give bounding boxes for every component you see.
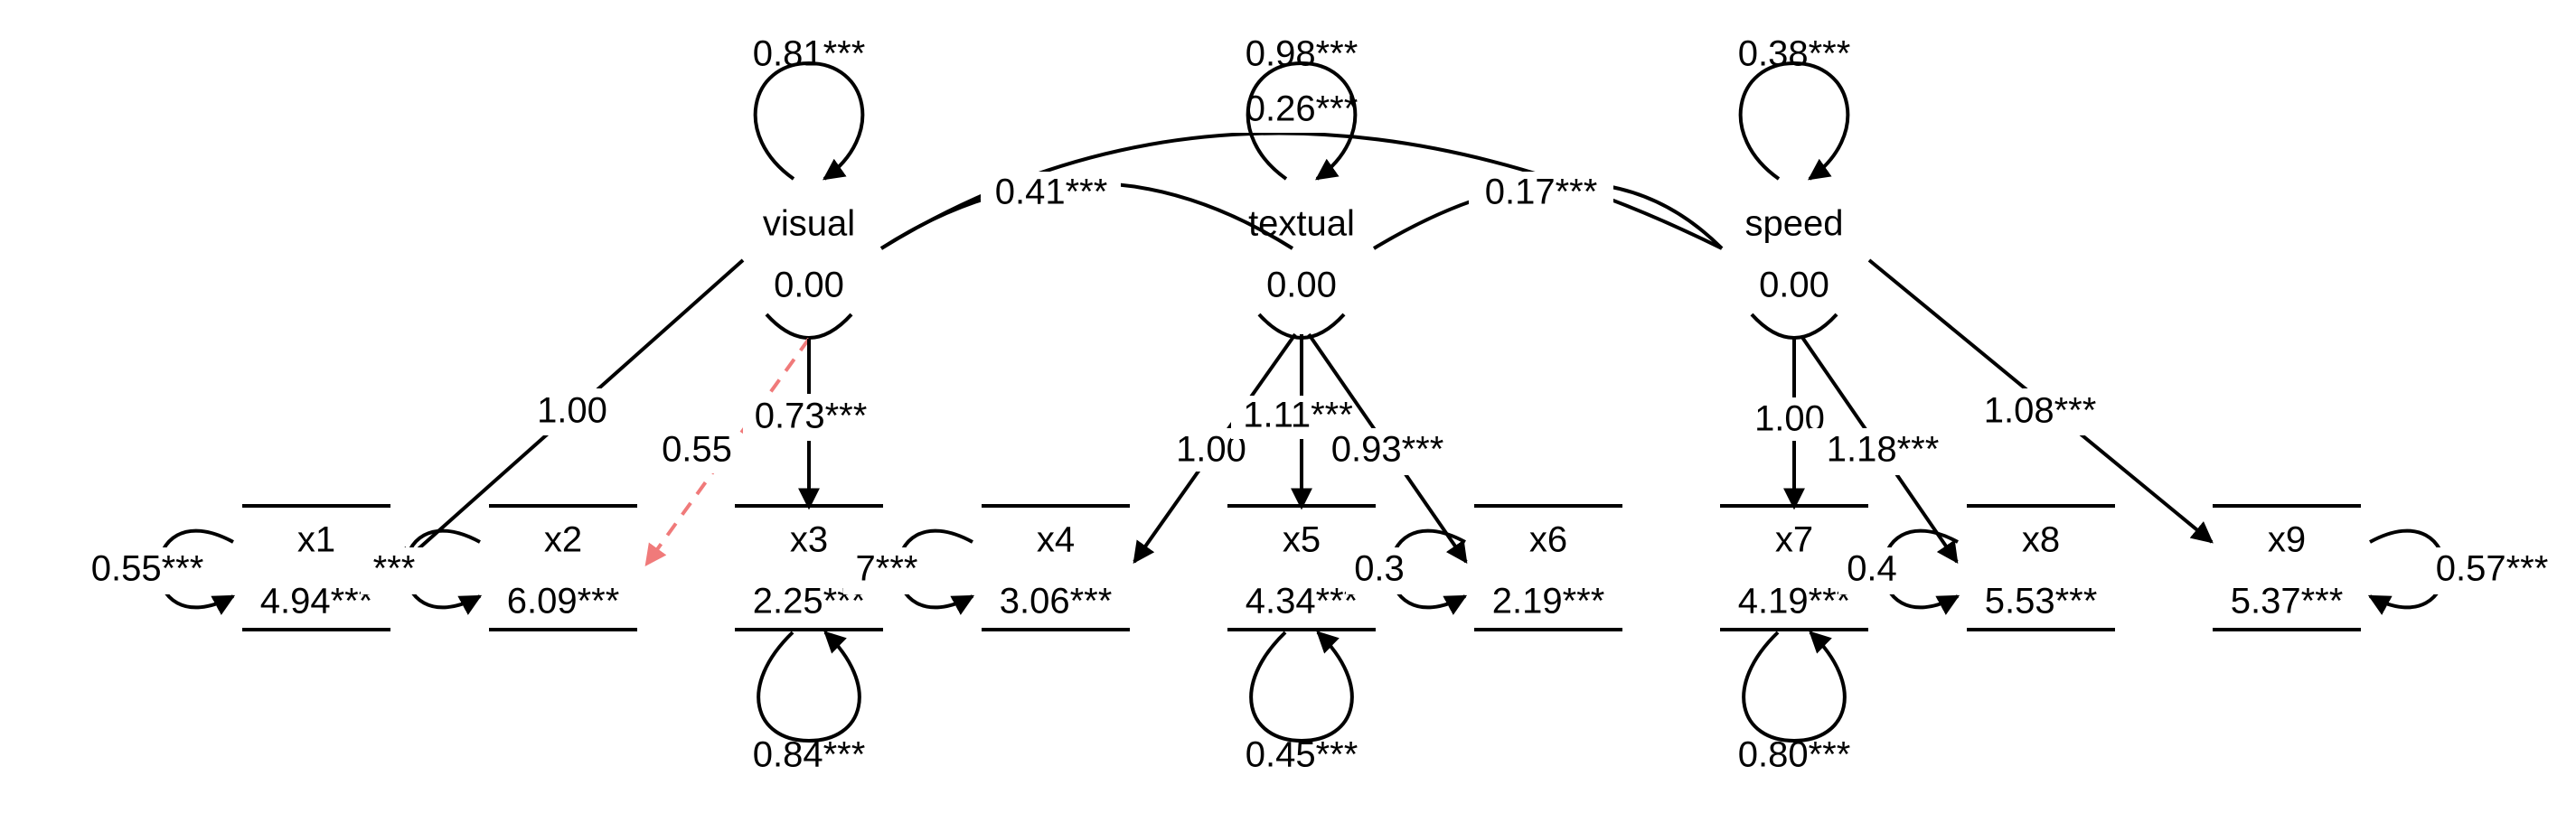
observed-label-x8: x8 (2022, 520, 2060, 560)
latent-label-speed: speed (1745, 204, 1844, 244)
observed-label-x7: x7 (1775, 520, 1813, 560)
loading-textual-x6: 0.93*** (1307, 332, 1468, 564)
residual-label-x9: 0.57*** (2436, 549, 2549, 589)
svg-text:1.08***: 1.08*** (1984, 391, 2097, 431)
svg-text:1.00: 1.00 (537, 391, 607, 431)
observed-intercept-x8: 5.53*** (1985, 582, 2098, 621)
svg-text:0.55: 0.55 (662, 430, 732, 470)
latent-variance-loop-textual: 0.98*** (1246, 34, 1359, 181)
latent-variance-loop-visual: 0.81*** (753, 34, 866, 181)
covariance-label-visual-speed: 0.26*** (1246, 89, 1359, 129)
observed-intercept-x9: 5.37*** (2231, 582, 2344, 621)
latent-intercept-speed: 0.00 (1759, 266, 1829, 305)
observed-intercept-x5: 4.34*** (1246, 582, 1359, 621)
residual-label-x4: 7*** (856, 549, 918, 589)
residual-label-x5: 0.45*** (1246, 735, 1359, 775)
residual-label-x6: 0.3 (1354, 549, 1405, 589)
observed-intercept-x7: 4.19*** (1738, 582, 1851, 621)
observed-intercept-x6: 2.19*** (1492, 582, 1605, 621)
latent-variance-loop-speed: 0.38*** (1738, 34, 1851, 181)
latent-label-textual: textual (1248, 204, 1355, 244)
residual-label-x7: 0.80*** (1738, 735, 1851, 775)
residual-label-x8: 0.4 (1847, 549, 1897, 589)
loading-speed-x9: 1.08*** (1867, 258, 2214, 544)
observed-node-x5: 0.45*** x5 4.34*** (1227, 504, 1376, 775)
observed-node-x2: *** x2 6.09*** (361, 504, 637, 631)
observed-node-x6: 0.3 x6 2.19*** (1346, 504, 1622, 631)
loading-speed-x7: 1.00 (1740, 336, 1839, 510)
variance-label-speed: 0.38*** (1738, 34, 1851, 74)
observed-node-x3: 0.84***x32.25*** (735, 504, 883, 775)
observed-node-x7: 0.80*** x7 4.19*** (1720, 504, 1868, 775)
svg-text:1.18***: 1.18*** (1827, 430, 1940, 470)
latent-intercept-textual: 0.00 (1266, 266, 1337, 305)
latent-node-speed: speed 0.00 (1745, 204, 1844, 340)
observed-label-x1: x1 (297, 520, 335, 560)
observed-label-x6: x6 (1529, 520, 1567, 560)
observed-label-x2: x2 (544, 520, 582, 560)
observed-intercept-x2: 6.09*** (507, 582, 620, 621)
latent-label-visual: visual (763, 204, 855, 244)
residual-label-x1: 0.55*** (91, 549, 204, 589)
loading-visual-x1: 1.00 (396, 258, 745, 569)
loading-speed-x8: 1.18*** (1800, 334, 1959, 564)
svg-text:0.93***: 0.93*** (1331, 430, 1444, 470)
observed-label-x3: x3 (790, 520, 828, 560)
latent-node-textual: textual 0.00 (1248, 204, 1355, 340)
observed-nodes: 0.55***x14.94******x26.09***0.84***x32.2… (74, 504, 2565, 775)
covariance-label-visual-textual: 0.41*** (995, 173, 1108, 212)
covariance-label-textual-speed: 0.17*** (1485, 173, 1598, 212)
observed-node-x4: 7*** x4 3.06*** (843, 504, 1130, 631)
variance-label-textual: 0.98*** (1246, 34, 1359, 74)
observed-intercept-x1: 4.94*** (260, 582, 373, 621)
loading-textual-x4: 1.00 (1133, 332, 1297, 564)
svg-text:0.73***: 0.73*** (755, 397, 868, 436)
variance-label-visual: 0.81*** (753, 34, 866, 74)
latent-node-visual: visual 0.00 (763, 204, 855, 340)
observed-label-x5: x5 (1283, 520, 1321, 560)
observed-node-x9: 0.57*** x9 5.37*** (2213, 504, 2565, 631)
observed-intercept-x4: 3.06*** (1000, 582, 1113, 621)
observed-node-x8: 0.4 x8 5.53*** (1838, 504, 2115, 631)
residual-label-x3: 0.84*** (753, 735, 866, 775)
loading-textual-x5: 1.11*** (1231, 334, 1367, 510)
loading-visual-x2: 0.55 (644, 337, 811, 566)
latent-intercept-visual: 0.00 (774, 266, 844, 305)
loading-visual-x3: 0.73*** (743, 339, 877, 510)
observed-label-x9: x9 (2268, 520, 2306, 560)
observed-node-x1: 0.55*** x1 4.94*** (74, 504, 390, 631)
residual-label-x2: *** (373, 549, 416, 589)
observed-label-x4: x4 (1037, 520, 1075, 560)
